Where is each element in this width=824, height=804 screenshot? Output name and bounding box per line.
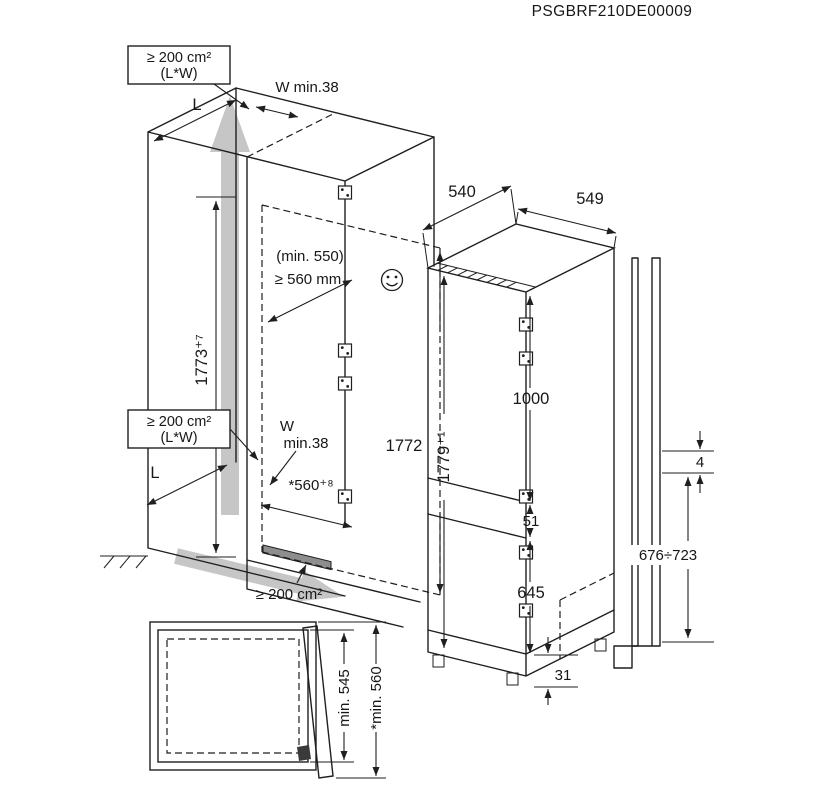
top-view-drawing: min. 545 *min. 560 — [149, 621, 386, 779]
dim-niche-height: 1773⁺⁷ — [193, 196, 236, 558]
hinge-icon — [337, 489, 353, 504]
hinge-icon — [337, 376, 353, 391]
door-seams — [427, 477, 615, 655]
niche-width-arrow — [260, 503, 353, 529]
niche-width-label: *560⁺⁸ — [288, 477, 333, 494]
width-arrow-top — [255, 105, 299, 119]
ground-hatching — [100, 555, 148, 569]
appliance-height-label: 1779⁺¹ — [435, 431, 453, 482]
dim-appliance-height: 1779⁺¹ — [435, 276, 453, 648]
page-title: PSGBRF210DE00009 — [532, 3, 693, 20]
dim-panel-height-range: 676÷723 — [628, 477, 708, 638]
appliance-width-label: 549 — [576, 190, 604, 208]
mid-depth-arrow — [146, 464, 228, 506]
depth-dim-arrow — [267, 279, 353, 323]
panel-ticks — [662, 450, 714, 643]
door-panel-drawing: 4 676÷723 — [613, 257, 714, 669]
appliance-dashed-outline — [246, 112, 441, 596]
mid-width-leader — [269, 450, 297, 486]
niche-drawing: 1773⁺⁷ L W min.38 (min. 550) ≥ 560 mm W … — [100, 45, 444, 628]
mid-width-label-2: min.38 — [283, 435, 328, 452]
bottom-vent-leader — [296, 564, 307, 584]
depth-arrow-top — [153, 99, 237, 142]
dim-appliance-depth: 540 — [422, 183, 517, 269]
plinth-step — [613, 645, 653, 669]
hinge-icon — [337, 185, 353, 200]
dim-panel-gap: 4 — [696, 431, 704, 493]
upper-section-label: 1000 — [513, 390, 550, 408]
open-door — [302, 625, 334, 779]
mid-width-label-1: W — [280, 418, 295, 435]
floor-vent-slot — [262, 544, 332, 571]
panel-height-range-label: 676÷723 — [639, 547, 697, 564]
foot — [506, 672, 519, 686]
top-grille — [437, 262, 536, 288]
dim-topview-outer-depth: *min. 560 — [318, 621, 386, 779]
airflow-up-arrow — [210, 96, 250, 515]
vent-area-top-box: ≥ 200 cm² (L*W) — [127, 45, 250, 110]
foot — [594, 638, 607, 652]
vent-top-line2: (L*W) — [160, 66, 197, 82]
topview-inner-depth-label: min. 545 — [336, 669, 353, 727]
depth-label: ≥ 560 mm — [275, 271, 342, 288]
dim-mid-section: 51 — [523, 505, 540, 537]
appliance-drawing: 540 549 1779⁺¹ 1000 51 64 — [422, 183, 617, 705]
vent-top-line1: ≥ 200 cm² — [147, 50, 212, 66]
hinge-icon — [337, 343, 353, 358]
base-height-label: 31 — [555, 667, 572, 684]
door-handle — [297, 745, 311, 761]
panel-gap-label: 4 — [696, 454, 704, 471]
lower-section-label: 645 — [517, 584, 545, 602]
smiley-icon — [380, 268, 404, 292]
compressor-recess — [559, 572, 615, 659]
depth-min-label: (min. 550) — [276, 248, 344, 265]
vent-mid-line1: ≥ 200 cm² — [147, 414, 212, 430]
topview-outer-depth-label: *min. 560 — [368, 666, 385, 729]
niche-outline — [147, 87, 435, 628]
panel-outline — [631, 257, 661, 647]
dim-upper-section: 1000 — [513, 296, 550, 501]
inner-height-label: 1772 — [386, 437, 423, 455]
cabinet-inner-wall — [157, 629, 309, 763]
vent-mid-line2: (L*W) — [160, 430, 197, 446]
vent-area-mid-box: ≥ 200 cm² (L*W) — [127, 409, 259, 461]
dim-inner-height: 1772 — [386, 252, 444, 593]
niche-height-label: 1773⁺⁷ — [193, 334, 211, 385]
top-width-label: W min.38 — [275, 79, 338, 96]
mid-depth-label: L — [150, 464, 159, 482]
appliance-depth-label: 540 — [448, 183, 476, 201]
top-depth-label: L — [192, 96, 201, 114]
appliance-footprint — [166, 638, 300, 754]
dim-base-height: 31 — [534, 637, 578, 705]
bottom-vent-label: ≥ 200 cm² — [256, 586, 323, 603]
dim-appliance-width: 549 — [515, 190, 617, 249]
dim-topview-inner-depth: min. 545 — [310, 629, 354, 763]
foot — [432, 654, 445, 668]
mid-section-label: 51 — [523, 513, 540, 530]
cabinet-outer-wall — [149, 621, 317, 771]
dim-lower-section: 645 — [517, 541, 545, 653]
